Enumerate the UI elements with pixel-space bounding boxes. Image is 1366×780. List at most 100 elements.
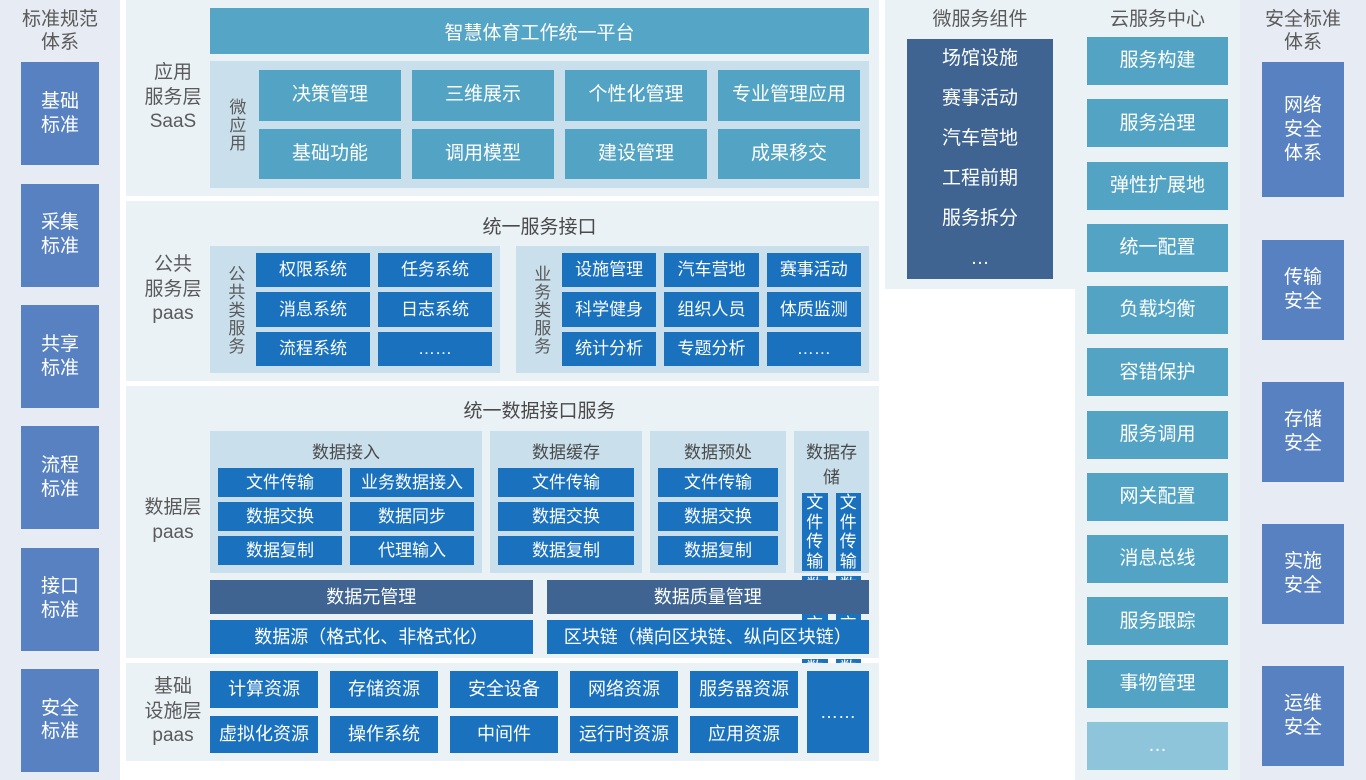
- app-basic-functions[interactable]: 基础功能: [259, 128, 401, 179]
- infra-security-device[interactable]: 安全设备: [450, 671, 558, 708]
- cloud-transaction-management[interactable]: 事物管理: [1087, 659, 1228, 708]
- unified-service-interface-title: 统一服务接口: [482, 217, 597, 238]
- app-construction-management[interactable]: 建设管理: [565, 128, 707, 179]
- service-permission-system[interactable]: 权限系统: [256, 253, 370, 288]
- unified-data-interface-title: 统一数据接口服务: [463, 401, 616, 422]
- service-facility-management[interactable]: 设施管理: [561, 253, 657, 288]
- microservice-list: 场馆设施 赛事活动 汽车营地 工程前期 服务拆分 …: [885, 39, 1075, 280]
- cloud-service-list: 服务构建 服务治理 弹性扩展地 统一配置 负载均衡 容错保护 服务调用 网关配置…: [1075, 37, 1240, 770]
- data-cache-data-replication[interactable]: 数据复制: [498, 536, 634, 565]
- data-ingest-data-replication[interactable]: 数据复制: [218, 536, 342, 565]
- blockchain[interactable]: 区块链（横向区块链、纵向区块链）: [546, 620, 869, 654]
- data-storage-file-transfer-1[interactable]: 文件传输: [802, 493, 828, 572]
- service-auto-camp[interactable]: 汽车营地: [664, 253, 759, 288]
- service-scientific-fitness[interactable]: 科学健身: [561, 292, 657, 327]
- service-message-system[interactable]: 消息系统: [256, 292, 370, 327]
- data-layer-body: 统一数据接口服务 数据接入 文件传输 业务数据接入 数据交换 数据同步 数据复制: [210, 392, 869, 738]
- standards-item-collection[interactable]: 采集标准: [21, 183, 99, 287]
- data-storage-group: 数据存储 文件传输 文件传输 数据交换 数据交换 数据复制 数据复制: [794, 431, 869, 738]
- service-organization-personnel[interactable]: 组织人员: [664, 292, 759, 327]
- data-quality-management[interactable]: 数据质量管理: [546, 580, 869, 614]
- infra-server-resource[interactable]: 服务器资源: [690, 671, 798, 708]
- cloud-message-bus[interactable]: 消息总线: [1087, 535, 1228, 584]
- service-public-more[interactable]: ……: [377, 331, 492, 366]
- service-groups: 公共类服务 权限系统 任务系统 消息系统 日志系统 流程系统 ……: [210, 246, 869, 373]
- data-source-row: 数据源（格式化、非格式化） 区块链（横向区块链、纵向区块链）: [210, 620, 869, 654]
- data-ingest-business-data[interactable]: 业务数据接入: [350, 468, 474, 497]
- infra-more[interactable]: ……: [807, 671, 869, 753]
- app-decision-management[interactable]: 决策管理: [259, 70, 401, 121]
- standards-item-interface[interactable]: 接口标准: [21, 547, 99, 651]
- data-preprocess-file-transfer[interactable]: 文件传输: [658, 468, 778, 497]
- data-preprocess-data-exchange[interactable]: 数据交换: [658, 502, 778, 531]
- service-statistical-analysis[interactable]: 统计分析: [561, 331, 657, 366]
- service-business-more[interactable]: ……: [766, 331, 861, 366]
- cloud-service-invocation[interactable]: 服务调用: [1087, 410, 1228, 459]
- cloud-fault-tolerance[interactable]: 容错保护: [1087, 348, 1228, 397]
- public-service-group-label: 公共类服务: [225, 264, 245, 355]
- cloud-service-build[interactable]: 服务构建: [1087, 37, 1228, 86]
- microservice-service-split[interactable]: 服务拆分: [907, 199, 1053, 240]
- service-thematic-analysis[interactable]: 专题分析: [664, 331, 759, 366]
- security-storage[interactable]: 存储安全: [1262, 381, 1344, 482]
- data-cache-file-transfer[interactable]: 文件传输: [498, 468, 634, 497]
- data-source[interactable]: 数据源（格式化、非格式化）: [210, 620, 533, 654]
- service-event-activity[interactable]: 赛事活动: [766, 253, 861, 288]
- service-layer-body: 统一服务接口 公共类服务 权限系统 任务系统 消息系统 日志系统 流程系统: [210, 207, 869, 373]
- app-3d-display[interactable]: 三维展示: [412, 70, 554, 121]
- microservice-venue-facility[interactable]: 场馆设施: [907, 39, 1053, 80]
- microservice-event-activity[interactable]: 赛事活动: [907, 79, 1053, 120]
- data-storage-file-transfer-2[interactable]: 文件传输: [835, 493, 861, 572]
- standards-item-process[interactable]: 流程标准: [21, 426, 99, 530]
- standards-column-title: 标准规范体系: [21, 9, 98, 54]
- cloud-elastic-scaling[interactable]: 弹性扩展地: [1087, 161, 1228, 210]
- microservice-auto-camp[interactable]: 汽车营地: [907, 119, 1053, 160]
- security-transmission[interactable]: 传输安全: [1262, 239, 1344, 340]
- security-operations[interactable]: 运维安全: [1262, 665, 1344, 766]
- infra-virtualization-resource[interactable]: 虚拟化资源: [210, 716, 318, 753]
- cloud-gateway-configuration[interactable]: 网关配置: [1087, 472, 1228, 521]
- service-task-system[interactable]: 任务系统: [377, 253, 492, 288]
- microservice-region: 微服务组件 场馆设施 赛事活动 汽车营地 工程前期 服务拆分 …: [885, 0, 1075, 780]
- cloud-more[interactable]: …: [1087, 721, 1228, 770]
- infra-middleware[interactable]: 中间件: [450, 716, 558, 753]
- standards-item-security[interactable]: 安全标准: [21, 668, 99, 772]
- data-ingest-file-transfer[interactable]: 文件传输: [218, 468, 342, 497]
- cloud-service-governance[interactable]: 服务治理: [1087, 99, 1228, 148]
- microservice-project-preliminary[interactable]: 工程前期: [907, 159, 1053, 200]
- infra-operating-system[interactable]: 操作系统: [330, 716, 438, 753]
- data-preprocess-group: 数据预处 文件传输 数据交换 数据复制: [650, 431, 786, 573]
- microservice-more[interactable]: …: [907, 239, 1053, 280]
- data-cache-data-exchange[interactable]: 数据交换: [498, 502, 634, 531]
- service-log-system[interactable]: 日志系统: [377, 292, 492, 327]
- app-professional-management[interactable]: 专业管理应用: [718, 70, 860, 121]
- security-implementation[interactable]: 实施安全: [1262, 523, 1344, 624]
- data-ingest-data-sync[interactable]: 数据同步: [350, 502, 474, 531]
- infra-storage-resource[interactable]: 存储资源: [330, 671, 438, 708]
- cloud-service-tracing[interactable]: 服务跟踪: [1087, 597, 1228, 646]
- standards-item-sharing[interactable]: 共享标准: [21, 305, 99, 408]
- data-preprocess-data-replication[interactable]: 数据复制: [658, 536, 778, 565]
- cloud-load-balancing[interactable]: 负载均衡: [1087, 286, 1228, 335]
- infra-runtime-resource[interactable]: 运行时资源: [570, 716, 678, 753]
- standards-item-basic[interactable]: 基础标准: [21, 62, 99, 166]
- app-model-invocation[interactable]: 调用模型: [412, 128, 554, 179]
- data-element-management[interactable]: 数据元管理: [210, 580, 533, 614]
- data-ingest-proxy-input[interactable]: 代理输入: [350, 536, 474, 565]
- app-results-handover[interactable]: 成果移交: [718, 128, 860, 179]
- infra-network-resource[interactable]: 网络资源: [570, 671, 678, 708]
- security-network-system[interactable]: 网络安全体系: [1262, 62, 1344, 198]
- service-process-system[interactable]: 流程系统: [256, 331, 370, 366]
- public-service-group: 公共类服务 权限系统 任务系统 消息系统 日志系统 流程系统 ……: [210, 246, 500, 373]
- infra-compute-resource[interactable]: 计算资源: [210, 671, 318, 708]
- app-personalized-management[interactable]: 个性化管理: [565, 70, 707, 121]
- infra-application-resource[interactable]: 应用资源: [690, 716, 798, 753]
- data-ingest-data-exchange[interactable]: 数据交换: [218, 502, 342, 531]
- cloud-unified-configuration[interactable]: 统一配置: [1087, 223, 1228, 272]
- microservice-column-title: 微服务组件: [932, 9, 1028, 30]
- service-physique-monitoring[interactable]: 体质监测: [766, 292, 861, 327]
